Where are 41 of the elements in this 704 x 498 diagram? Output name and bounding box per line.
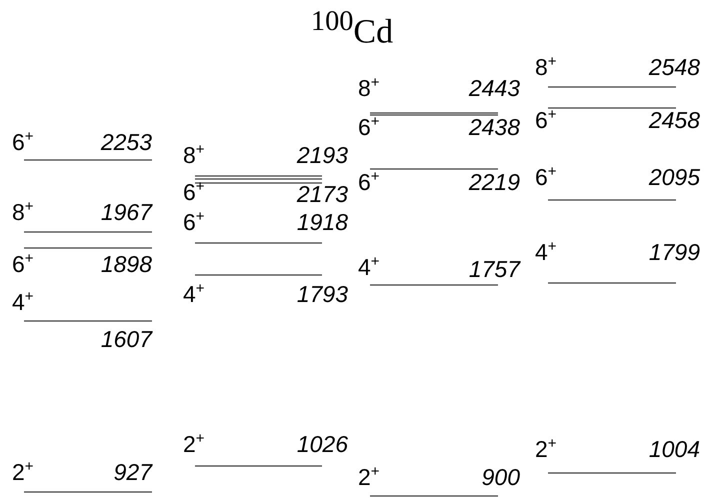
energy-label: 1607: [100, 327, 152, 351]
spin-label: 2$^{+}$: [12, 460, 34, 484]
spin-label: 4$^{+}$: [12, 290, 34, 314]
spin-label: 6$^{+}$: [12, 252, 34, 276]
spin-label: 2$^{+}$: [183, 432, 205, 456]
energy-label: 1918: [296, 210, 348, 234]
energy-label: 2548: [648, 55, 700, 79]
spin-label: 4$^{+}$: [535, 240, 557, 264]
energy-label: 927: [114, 460, 152, 484]
spin-label: 8$^{+}$: [12, 200, 34, 224]
spin-label: 4$^{+}$: [183, 282, 205, 306]
energy-label: 1799: [648, 240, 700, 264]
energy-label: 2219: [468, 170, 520, 194]
spin-label: 6$^{+}$: [183, 180, 205, 204]
energy-label: 1757: [468, 257, 520, 281]
spin-label: 6$^{+}$: [183, 210, 205, 234]
energy-label: 1898: [100, 252, 152, 276]
spin-label: 6$^{+}$: [12, 130, 34, 154]
energy-label: 1967: [100, 200, 152, 224]
energy-label: 1004: [648, 437, 700, 461]
energy-label: 2253: [100, 130, 152, 154]
energy-label: 2193: [296, 143, 348, 167]
energy-label: 1793: [296, 282, 348, 306]
spin-label: 8$^{+}$: [358, 76, 380, 100]
energy-label: 2438: [468, 115, 520, 139]
energy-label: 900: [482, 465, 520, 489]
energy-label: 2173: [296, 182, 348, 206]
spin-label: 6$^{+}$: [358, 115, 380, 139]
chart-title: $^{100}$Cd: [310, 6, 394, 52]
energy-label: 2458: [648, 108, 700, 132]
energy-label: 1026: [296, 432, 348, 456]
spin-label: 2$^{+}$: [358, 465, 380, 489]
energy-label: 2443: [468, 76, 520, 100]
energy-label: 2095: [648, 165, 700, 189]
spin-label: 6$^{+}$: [358, 170, 380, 194]
spin-label: 2$^{+}$: [535, 437, 557, 461]
spin-label: 8$^{+}$: [535, 55, 557, 79]
spin-label: 6$^{+}$: [535, 165, 557, 189]
spin-label: 8$^{+}$: [183, 143, 205, 167]
spin-label: 4$^{+}$: [358, 255, 380, 279]
spin-label: 6$^{+}$: [535, 108, 557, 132]
